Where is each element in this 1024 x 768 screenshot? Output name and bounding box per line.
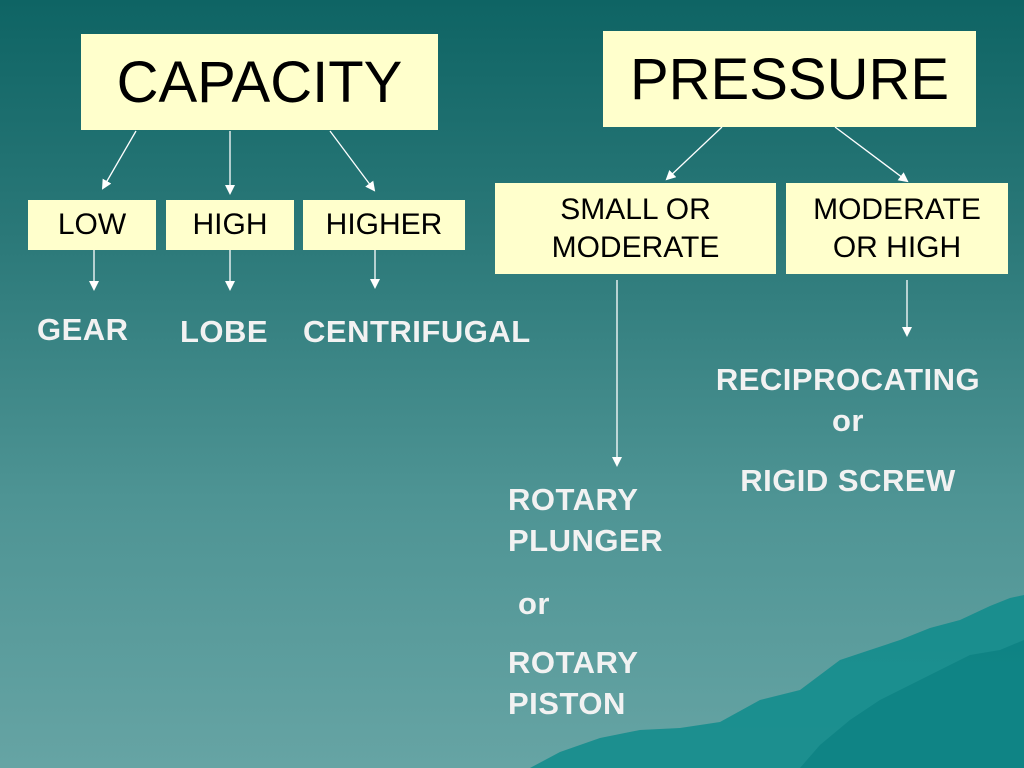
small-moderate-box: SMALL OR MODERATE [495,183,776,274]
rotary-piston-line1: ROTARY [508,645,639,680]
arrow-capacity-low [101,130,137,190]
high-label: HIGH [192,208,268,242]
moderate-high-line1: MODERATE [813,193,981,226]
small-moderate-line1: SMALL OR [560,193,711,226]
small-moderate-line2: MODERATE [551,230,720,264]
rotary-plunger-line1: ROTARY [508,482,639,517]
higher-box: HIGHER [303,200,465,250]
moderate-high-line2: OR HIGH [832,230,962,264]
pressure-box: PRESSURE [603,31,976,127]
rotary-or-label: or [518,586,550,621]
capacity-title: CAPACITY [116,49,403,115]
lobe-label: LOBE [180,314,269,349]
reciprocating-label: RECIPROCATING [715,362,981,397]
capacity-box: CAPACITY [81,34,438,130]
pressure-title: PRESSURE [629,46,950,112]
low-label: LOW [57,208,127,242]
arrow-pressure-high [834,126,909,183]
low-box: LOW [28,200,156,250]
centrifugal-label: CENTRIFUGAL [303,314,531,349]
high-box: HIGH [166,200,294,250]
moderate-high-box: MODERATE OR HIGH [786,183,1008,274]
reciprocating-or-label: or [832,403,864,438]
arrow-pressure-small [665,126,723,181]
rotary-piston-line2: PISTON [508,686,626,721]
arrow-capacity-higher [329,130,376,192]
rotary-plunger-line2: PLUNGER [508,523,664,558]
gear-label: GEAR [37,312,129,347]
higher-label: HIGHER [325,208,443,242]
rigid-screw-label: RIGID SCREW [740,463,956,498]
